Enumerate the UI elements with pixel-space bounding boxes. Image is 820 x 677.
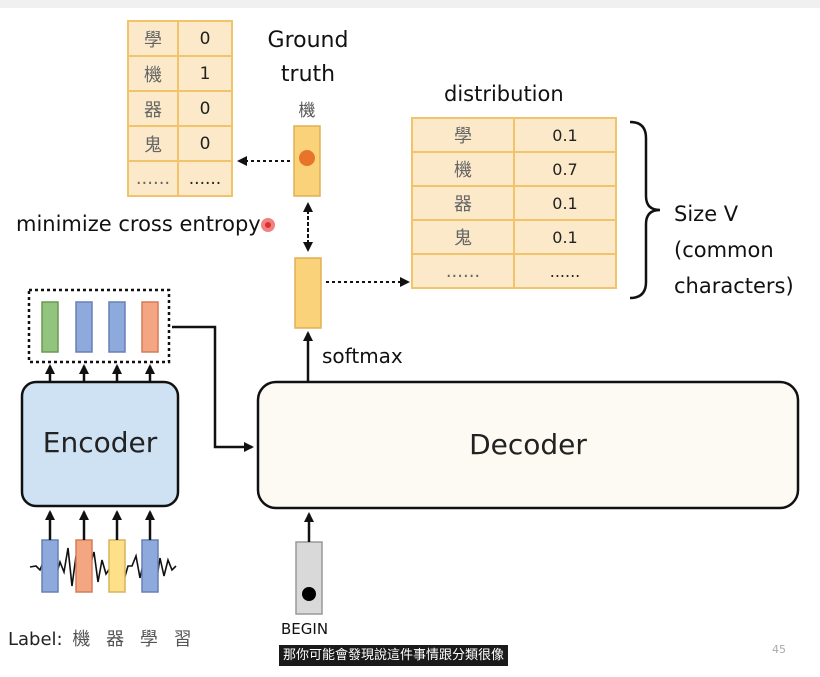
char-cell: 器 xyxy=(127,90,179,127)
char-cell: ...... xyxy=(127,160,179,197)
transcript-char-4: 習 xyxy=(173,629,192,650)
ground-truth-title-line1: Ground xyxy=(267,28,349,53)
char-cell: 學 xyxy=(411,117,515,153)
size-brace xyxy=(629,120,661,300)
encoder-label: Encoder xyxy=(42,426,158,459)
size-v-label: Size V (common characters) xyxy=(674,196,794,304)
transcript-char-1: 機 xyxy=(72,629,91,650)
char-cell: 鬼 xyxy=(127,125,179,162)
value-cell: 0 xyxy=(177,125,233,162)
minimize-cross-entropy-label: minimize cross entropy xyxy=(16,212,261,236)
size-v-line2: (common xyxy=(674,238,774,262)
table-row: ............ xyxy=(411,253,617,289)
transcript-char-3: 學 xyxy=(139,629,158,650)
decoder-box xyxy=(256,380,800,510)
value-cell: 0.1 xyxy=(513,117,617,153)
encoder-to-decoder-arrow xyxy=(172,325,254,452)
value-cell: 0.1 xyxy=(513,219,617,255)
ground-truth-title: Ground truth xyxy=(262,24,354,92)
decoder-label: Decoder xyxy=(469,428,587,461)
input-vector-3 xyxy=(108,539,126,593)
input-vector-2 xyxy=(75,539,93,593)
char-cell: 器 xyxy=(411,185,515,221)
input-vector-1 xyxy=(41,539,59,593)
encoder-output-frame xyxy=(27,288,171,364)
transcript-label: Label: 機 器 學 習 xyxy=(8,625,192,651)
ground-truth-title-line2: truth xyxy=(280,62,336,87)
input-vector-4 xyxy=(141,539,159,593)
transcript-prefix: Label: xyxy=(8,629,63,650)
encoder-output-vector-2 xyxy=(75,301,93,353)
begin-label: BEGIN xyxy=(281,620,329,638)
begin-token xyxy=(295,541,323,615)
value-cell: ...... xyxy=(177,160,233,197)
size-v-line1: Size V xyxy=(674,202,739,226)
size-v-line3: characters) xyxy=(674,274,794,298)
softmax-label: softmax xyxy=(322,344,403,368)
char-cell: ...... xyxy=(411,253,515,289)
value-cell: ...... xyxy=(513,253,617,289)
encoder-output-vector-4 xyxy=(141,301,159,353)
encoder-output-vector-1 xyxy=(41,301,59,353)
distribution-title: distribution xyxy=(444,82,564,106)
top-bar xyxy=(0,0,820,8)
encoder-box xyxy=(20,380,180,508)
laser-pointer-core xyxy=(265,222,271,228)
begin-token-dot xyxy=(302,587,316,601)
table-row: ............ xyxy=(127,160,233,197)
encoder-output-vector-3 xyxy=(108,301,126,353)
value-cell: 0.1 xyxy=(513,185,617,221)
char-cell: 機 xyxy=(127,55,179,92)
char-cell: 學 xyxy=(127,20,179,57)
value-cell: 0 xyxy=(177,20,233,57)
value-cell: 1 xyxy=(177,55,233,92)
char-cell: 機 xyxy=(411,151,515,187)
page-number: 45 xyxy=(772,643,786,656)
decoder-output-vector xyxy=(294,257,322,329)
char-cell: 鬼 xyxy=(411,219,515,255)
ground-truth-char: 機 xyxy=(298,101,316,121)
transcript-char-2: 器 xyxy=(106,629,125,650)
value-cell: 0 xyxy=(177,90,233,127)
value-cell: 0.7 xyxy=(513,151,617,187)
subtitle-caption: 那你可能會發現說這件事情跟分類很像 xyxy=(279,645,509,666)
ground-truth-dot xyxy=(299,150,315,166)
